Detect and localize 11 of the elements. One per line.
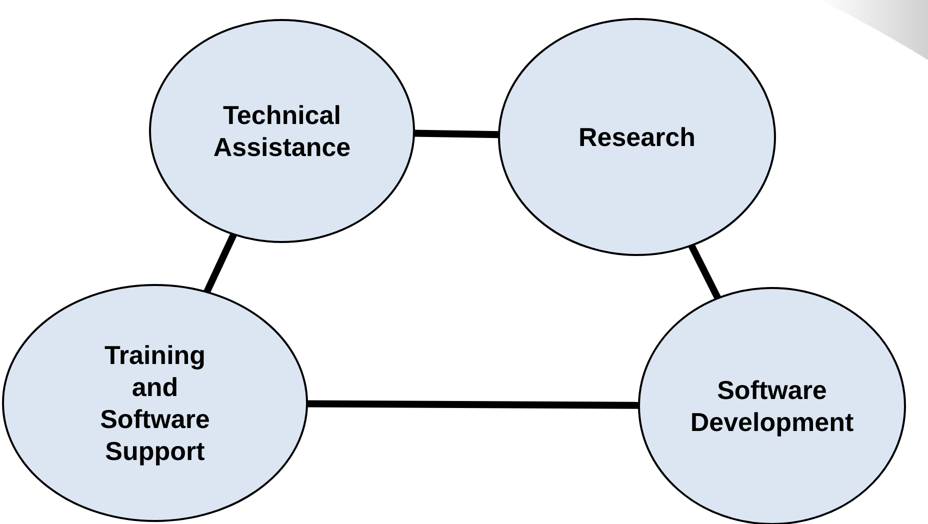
topic-label: Software Development <box>689 374 855 438</box>
topic-label: Research <box>578 121 696 153</box>
topic-circle <box>498 18 776 256</box>
topic-label: Technical Assistance <box>212 99 352 163</box>
connector-line <box>688 244 722 300</box>
connector-line <box>306 400 640 409</box>
connector-line <box>204 232 237 294</box>
topic-label: Training and Software Support <box>99 339 211 467</box>
connector-line <box>414 130 500 138</box>
topic-circle <box>149 19 415 243</box>
topic-circle <box>2 284 308 522</box>
